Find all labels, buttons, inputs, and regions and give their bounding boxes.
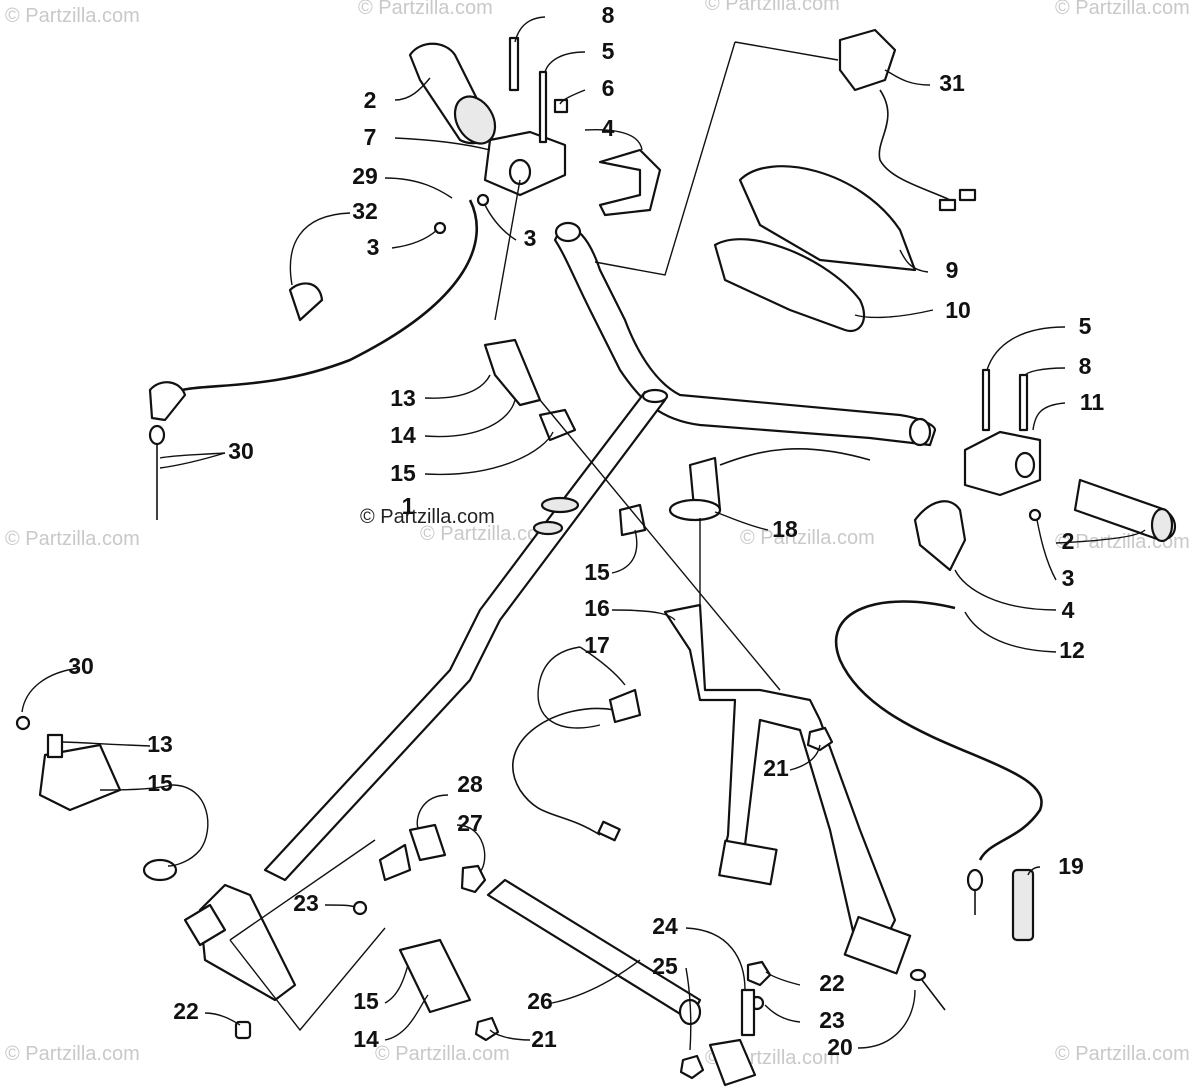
watermark: © Partzilla.com [358, 0, 493, 19]
callout-24: 24 [652, 913, 678, 939]
callout-15: 15 [353, 988, 379, 1014]
callout-16: 16 [584, 595, 610, 621]
callout-14: 14 [390, 422, 416, 448]
callout-5: 5 [1079, 313, 1092, 339]
watermark: © Partzilla.com [5, 5, 140, 27]
watermark: © Partzilla.com [5, 1043, 140, 1065]
watermark: © Partzilla.com [375, 1043, 510, 1065]
watermark: © Partzilla.com [705, 0, 840, 15]
callout-21: 21 [763, 755, 789, 781]
tie-rod [486, 878, 702, 1026]
callout-3: 3 [367, 234, 380, 260]
right-housing [963, 430, 1042, 497]
callout-13: 13 [147, 731, 173, 757]
callout-13: 13 [390, 385, 416, 411]
spring [1011, 868, 1035, 942]
steering-support [663, 603, 912, 975]
callout-26: 26 [527, 988, 553, 1014]
callout-4: 4 [602, 115, 615, 141]
callout-11: 11 [1080, 389, 1105, 415]
callouts: 8 5 6 2 7 4 29 32 3 3 31 9 10 13 14 15 1… [68, 2, 1104, 1060]
callout-15: 15 [390, 460, 416, 486]
callout-5: 5 [602, 38, 615, 64]
callout-9: 9 [946, 257, 959, 283]
callout-32: 32 [352, 198, 378, 224]
callout-23: 23 [819, 1007, 845, 1033]
watermark: © Partzilla.com [740, 527, 875, 549]
hardware [15, 36, 1042, 1087]
callout-8: 8 [602, 2, 615, 28]
callout-17: 17 [584, 632, 610, 658]
kill-switch [838, 28, 977, 212]
callout-27: 27 [457, 810, 483, 836]
watermark: © Partzilla.com [1055, 1043, 1190, 1065]
callout-8: 8 [1079, 353, 1092, 379]
callout-6: 6 [602, 75, 615, 101]
callout-2: 2 [1062, 528, 1075, 554]
callout-22: 22 [173, 998, 199, 1024]
callout-3: 3 [1062, 565, 1075, 591]
callout-30: 30 [68, 653, 94, 679]
callout-19: 19 [1058, 853, 1084, 879]
left-grip [408, 42, 497, 145]
right-grip [1073, 478, 1176, 543]
throttle-cable [148, 199, 478, 520]
callout-15: 15 [584, 559, 610, 585]
center-watermark: © Partzilla.com [360, 506, 495, 528]
callout-4: 4 [1062, 597, 1075, 623]
callout-30: 30 [228, 438, 254, 464]
watermark: © Partzilla.com [1055, 0, 1190, 19]
steering-post [183, 388, 669, 1002]
throttle-housing [483, 130, 662, 217]
callout-2: 2 [364, 87, 377, 113]
brake-cable [834, 600, 1043, 915]
callout-21: 21 [531, 1026, 557, 1052]
leader-lines [21, 16, 1146, 1051]
callout-3: 3 [524, 225, 537, 251]
brake-lever [913, 500, 967, 572]
callout-10: 10 [945, 297, 971, 323]
callout-14: 14 [353, 1026, 379, 1052]
callout-22: 22 [819, 970, 845, 996]
callout-1: 1 [402, 493, 415, 519]
callout-12: 12 [1059, 637, 1085, 663]
callout-25: 25 [652, 953, 678, 979]
watermark: © Partzilla.com [420, 523, 555, 545]
watermark: © Partzilla.com [5, 528, 140, 550]
callout-29: 29 [352, 163, 378, 189]
tether-switch [668, 448, 871, 522]
callout-23: 23 [293, 890, 319, 916]
callout-15: 15 [147, 770, 173, 796]
callout-20: 20 [827, 1034, 853, 1060]
callout-7: 7 [364, 124, 377, 150]
callout-18: 18 [772, 516, 798, 542]
callout-31: 31 [939, 70, 965, 96]
bar-pads [713, 165, 917, 333]
callout-28: 28 [457, 771, 483, 797]
harness [512, 688, 642, 842]
